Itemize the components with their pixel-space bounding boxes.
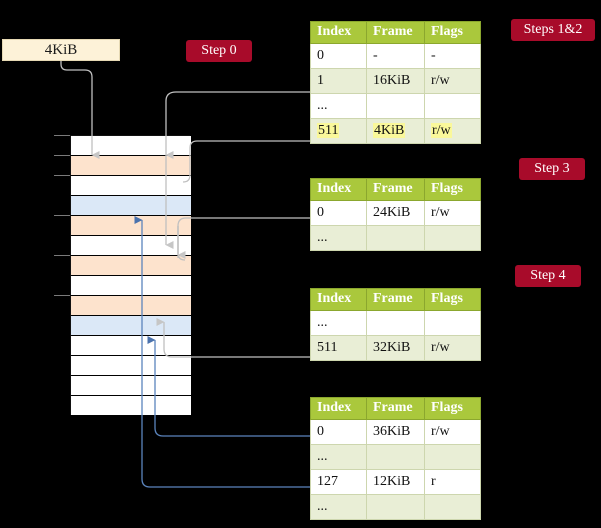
badge-step-4: Step 4 bbox=[515, 265, 581, 287]
cell-index: 0 bbox=[310, 419, 367, 445]
cell-index: ... bbox=[310, 494, 367, 520]
memory-row-13 bbox=[71, 396, 191, 416]
memory-row-2 bbox=[71, 176, 191, 196]
cell-frame bbox=[366, 494, 425, 520]
cell-flags: r/w bbox=[424, 68, 481, 94]
cell-flags: r bbox=[424, 469, 481, 495]
table-row: ... bbox=[310, 494, 481, 520]
wire-table1-row511-leadin bbox=[182, 140, 310, 183]
wire-table2-leadin bbox=[177, 217, 310, 261]
cell-flags: r/w bbox=[424, 118, 481, 144]
table-row: ... bbox=[310, 225, 481, 251]
badge-step-0: Step 0 bbox=[186, 40, 252, 62]
cell-index: ... bbox=[310, 444, 367, 470]
cell-index: 511 bbox=[310, 118, 367, 144]
memory-row-4 bbox=[71, 216, 191, 236]
cell-frame bbox=[366, 93, 425, 119]
memory-row-6 bbox=[71, 256, 191, 276]
table-row: 511 4KiB r/w bbox=[310, 118, 481, 144]
column-header-frame: Frame bbox=[366, 21, 425, 44]
cell-index: ... bbox=[310, 310, 367, 336]
cell-frame: 12KiB bbox=[366, 469, 425, 495]
column-header-flags: Flags bbox=[424, 178, 481, 201]
memory-tick-1 bbox=[54, 155, 70, 156]
memory-tick-2 bbox=[54, 175, 70, 176]
table-row: ... bbox=[310, 93, 481, 119]
cell-index: 511 bbox=[310, 335, 367, 361]
memory-row-5 bbox=[71, 236, 191, 256]
memory-row-9 bbox=[71, 316, 191, 336]
column-header-frame: Frame bbox=[366, 288, 425, 311]
cell-flags: r/w bbox=[424, 419, 481, 445]
cell-index: 1 bbox=[310, 68, 367, 94]
cell-index: 0 bbox=[310, 43, 367, 69]
table-row: ... bbox=[310, 310, 481, 336]
cell-flags: r/w bbox=[424, 335, 481, 361]
column-header-index: Index bbox=[310, 21, 367, 44]
column-header-flags: Flags bbox=[424, 397, 481, 420]
cell-frame: - bbox=[366, 43, 425, 69]
column-header-flags: Flags bbox=[424, 288, 481, 311]
cell-index: ... bbox=[310, 93, 367, 119]
source-frame-label: 4KiB bbox=[44, 42, 78, 58]
memory-row-10 bbox=[71, 336, 191, 356]
column-header-frame: Frame bbox=[366, 397, 425, 420]
memory-row-11 bbox=[71, 356, 191, 376]
cell-frame: 32KiB bbox=[366, 335, 425, 361]
cell-highlight: 511 bbox=[317, 122, 340, 138]
memory-tick-6 bbox=[54, 255, 70, 256]
cell-frame: 16KiB bbox=[366, 68, 425, 94]
memory-row-3 bbox=[71, 196, 191, 216]
cell-frame bbox=[366, 310, 425, 336]
memory-row-0 bbox=[71, 136, 191, 156]
cell-index: 127 bbox=[310, 469, 367, 495]
physical-memory-column bbox=[70, 135, 191, 416]
cell-highlight: 4KiB bbox=[373, 122, 406, 138]
badge-steps-1-2: Steps 1&2 bbox=[511, 19, 595, 41]
cell-index: ... bbox=[310, 225, 367, 251]
memory-tick-0 bbox=[54, 135, 70, 136]
cell-flags bbox=[424, 93, 481, 119]
cell-highlight: r/w bbox=[431, 122, 452, 138]
column-header-flags: Flags bbox=[424, 21, 481, 44]
cell-frame: 4KiB bbox=[366, 118, 425, 144]
badge-step-3: Step 3 bbox=[519, 158, 585, 180]
cell-flags bbox=[424, 494, 481, 520]
cell-frame bbox=[366, 225, 425, 251]
table-row: ... bbox=[310, 444, 481, 470]
memory-tick-8 bbox=[54, 295, 70, 296]
memory-row-7 bbox=[71, 276, 191, 296]
table-row: 0-- bbox=[310, 43, 481, 69]
source-frame-box: 4KiB bbox=[2, 39, 120, 61]
cell-frame bbox=[366, 444, 425, 470]
cell-frame: 36KiB bbox=[366, 419, 425, 445]
cell-flags bbox=[424, 310, 481, 336]
column-header-index: Index bbox=[310, 397, 367, 420]
cell-flags: - bbox=[424, 43, 481, 69]
cell-flags bbox=[424, 225, 481, 251]
column-header-index: Index bbox=[310, 288, 367, 311]
memory-row-12 bbox=[71, 376, 191, 396]
cell-frame: 24KiB bbox=[366, 200, 425, 226]
memory-tick-4 bbox=[54, 215, 70, 216]
cell-flags: r/w bbox=[424, 200, 481, 226]
cell-flags bbox=[424, 444, 481, 470]
cell-index: 0 bbox=[310, 200, 367, 226]
column-header-frame: Frame bbox=[366, 178, 425, 201]
memory-row-1 bbox=[71, 156, 191, 176]
column-header-index: Index bbox=[310, 178, 367, 201]
memory-row-8 bbox=[71, 296, 191, 316]
